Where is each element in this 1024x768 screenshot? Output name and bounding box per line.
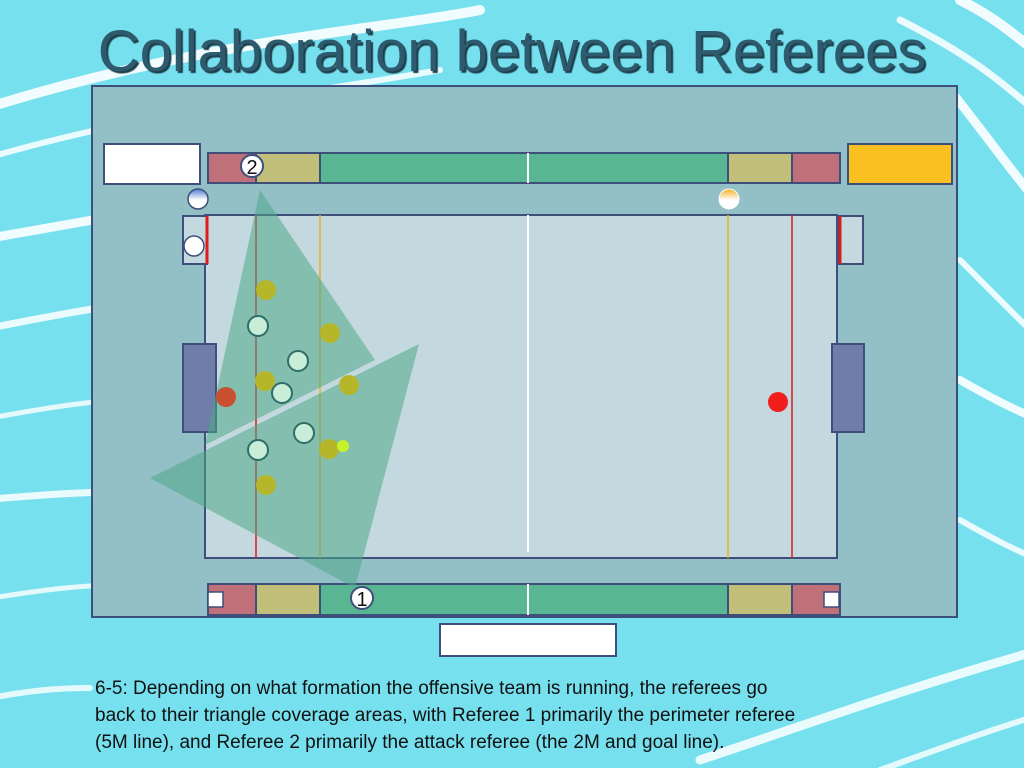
referee-1-coverage-triangle <box>150 344 419 588</box>
player-dark <box>256 280 276 300</box>
ball <box>337 440 349 452</box>
right-side-box <box>838 215 864 265</box>
left-goal <box>182 343 217 433</box>
right-goal <box>831 343 865 433</box>
player-light <box>247 439 269 461</box>
player-dark <box>319 439 339 459</box>
goal-judge-yellow-marker <box>718 188 740 210</box>
caption-line: (5M line), and Referee 2 primarily the a… <box>95 732 725 753</box>
bottom-left-marker <box>207 591 224 608</box>
player-dark <box>320 323 340 343</box>
caption-line: 6-5: Depending on what formation the off… <box>95 678 768 699</box>
bottom-bench-strip <box>207 583 841 616</box>
slide-title: Collaboration between Referees <box>97 19 927 84</box>
slide-caption: 6-5: Depending on what formation the off… <box>95 675 955 756</box>
caption-line: back to their triangle coverage areas, w… <box>95 705 796 726</box>
offense-players <box>255 280 359 495</box>
player-dark <box>256 475 276 495</box>
scorer-table-left <box>103 143 201 185</box>
goal-judge-blue-marker <box>187 188 209 210</box>
bottom-table <box>439 623 617 657</box>
player-light <box>247 315 269 337</box>
referee-1-label: 1 <box>356 589 367 611</box>
defense-players <box>247 315 315 461</box>
referee-1-marker <box>350 586 374 610</box>
white-cap-marker <box>183 235 205 257</box>
top-bench-strip <box>207 152 841 184</box>
referee-2-label: 2 <box>246 157 257 179</box>
player-light <box>271 382 293 404</box>
player-dark <box>339 375 359 395</box>
referee-2-coverage-triangle <box>205 190 375 445</box>
referee-2-marker <box>240 154 264 178</box>
player-light <box>287 350 309 372</box>
scorer-table-right <box>847 143 953 185</box>
player-dark <box>255 371 275 391</box>
right-goalkeeper <box>768 392 788 412</box>
left-goalkeeper <box>216 387 236 407</box>
bottom-right-marker <box>823 591 840 608</box>
player-light <box>293 422 315 444</box>
